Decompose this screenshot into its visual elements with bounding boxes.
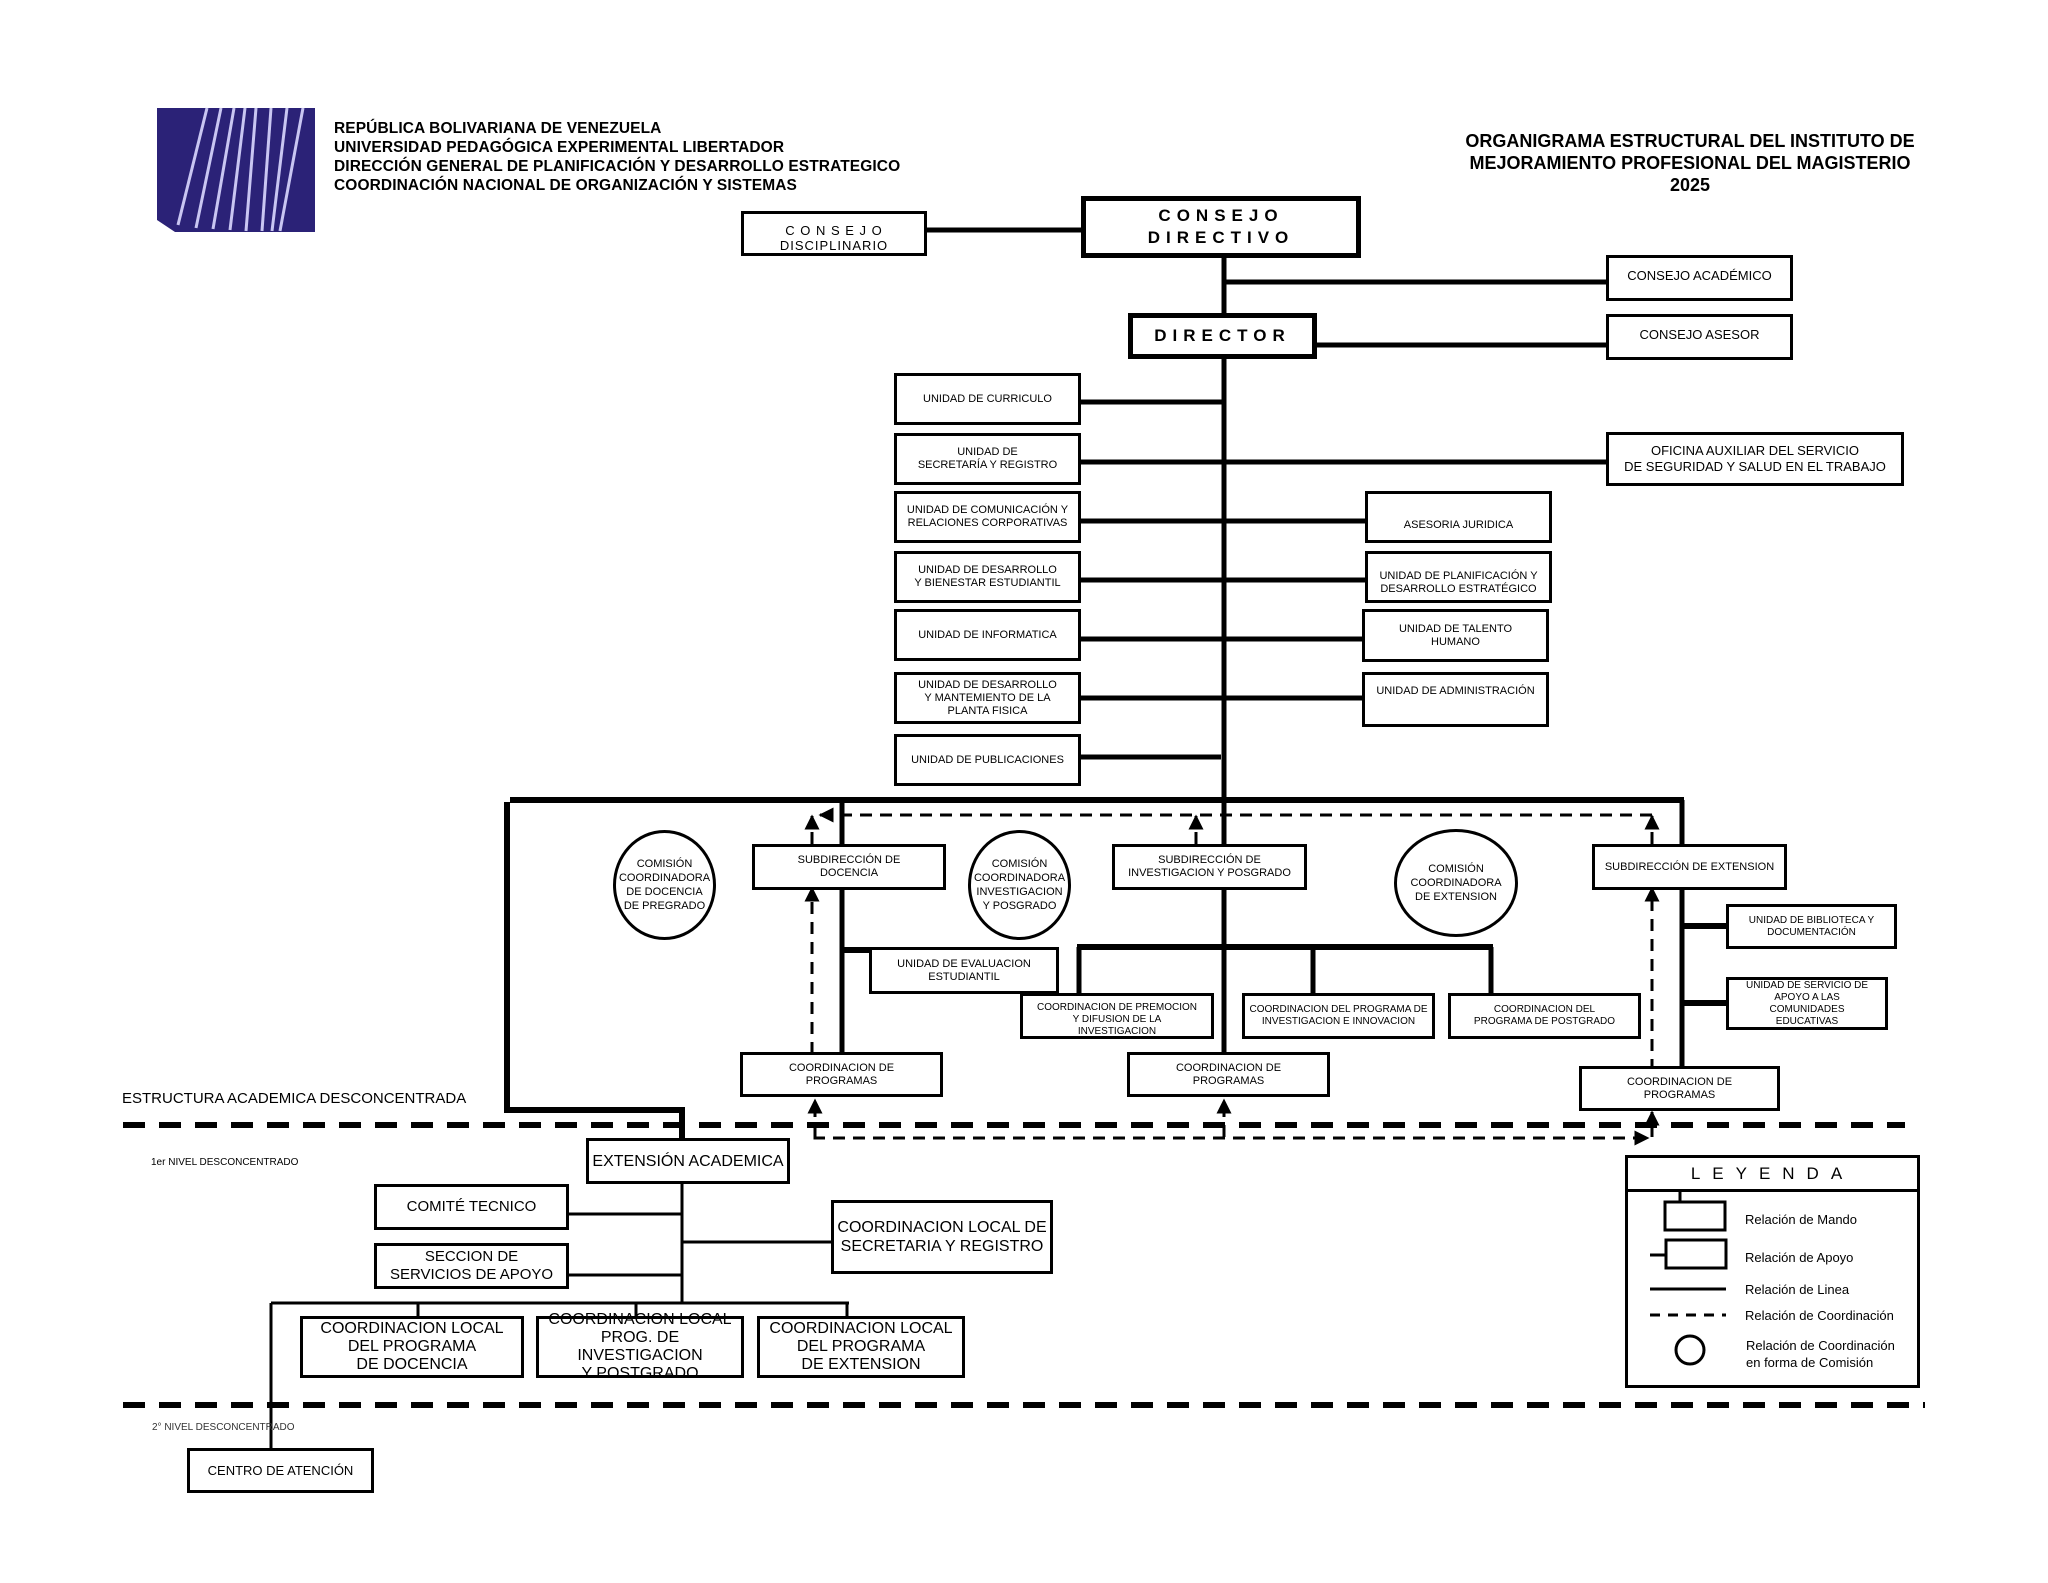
apoyo-box-icon <box>1664 1238 1728 1270</box>
legend-item: Relación de Mando <box>1745 1212 1858 1227</box>
coord-local-docencia-box[interactable]: COORDINACION LOCAL DEL PROGRAMA DE DOCEN… <box>300 1316 524 1378</box>
legend: LEYENDA Relación de Mando Relación de Ap… <box>1625 1155 1920 1388</box>
legend-item: Relación de Apoyo <box>1745 1250 1854 1265</box>
unidad-publicaciones-box[interactable]: UNIDAD DE PUBLICACIONES <box>894 734 1081 786</box>
unidad-comunicacion-box[interactable]: UNIDAD DE COMUNICACIÓN Y RELACIONES CORP… <box>894 491 1081 543</box>
upel-logo <box>157 107 315 232</box>
coord-local-investigacion-box[interactable]: COORDINACION LOCAL PROG. DE INVESTIGACIO… <box>536 1311 744 1382</box>
unidad-talento-humano-box[interactable]: UNIDAD DE TALENTO HUMANO <box>1362 609 1549 662</box>
coord-postgrado-box[interactable]: COORDINACION DEL PROGRAMA DE POSTGRADO <box>1448 993 1641 1039</box>
unidad-biblioteca-box[interactable]: UNIDAD DE BIBLIOTECA Y DOCUMENTACIÓN <box>1726 904 1897 949</box>
coord-local-secretaria-box[interactable]: COORDINACION LOCAL DE SECRETARIA Y REGIS… <box>831 1200 1053 1274</box>
director-box[interactable]: DIRECTOR <box>1128 313 1317 359</box>
consejo-academico-box[interactable]: CONSEJO ACADÉMICO <box>1606 255 1793 301</box>
mando-box-icon <box>1663 1200 1727 1232</box>
title-line: MEJORAMIENTO PROFESIONAL DEL MAGISTERIO <box>1469 153 1911 173</box>
page-title: ORGANIGRAMA ESTRUCTURAL DEL INSTITUTO DE… <box>1440 130 1940 196</box>
estructura-desconcentrada-label: ESTRUCTURA ACADEMICA DESCONCENTRADA <box>122 1090 467 1107</box>
title-year: 2025 <box>1669 175 1711 195</box>
unidad-planta-fisica-box[interactable]: UNIDAD DE DESARROLLO Y MANTEMIENTO DE LA… <box>894 672 1081 724</box>
subdireccion-investigacion-box[interactable]: SUBDIRECCIÓN DE INVESTIGACION Y POSGRADO <box>1112 844 1307 890</box>
header-line: UNIVERSIDAD PEDAGÓGICA EXPERIMENTAL LIBE… <box>334 139 785 156</box>
asesoria-juridica-box[interactable]: ASESORIA JURIDICA <box>1365 491 1552 543</box>
unidad-administracion-box[interactable]: UNIDAD DE ADMINISTRACIÓN <box>1362 672 1549 727</box>
consejo-disciplinario-box[interactable]: C O N S E J O DISCIPLINARIO <box>741 211 927 256</box>
nivel-1-label: 1er NIVEL DESCONCENTRADO <box>151 1157 299 1168</box>
oficina-auxiliar-box[interactable]: OFICINA AUXILIAR DEL SERVICIO DE SEGURID… <box>1606 432 1904 486</box>
title-line: ORGANIGRAMA ESTRUCTURAL DEL INSTITUTO DE <box>1465 131 1915 151</box>
coord-programas-extension-box[interactable]: COORDINACION DE PROGRAMAS <box>1579 1066 1780 1111</box>
unidad-curriculo-box[interactable]: UNIDAD DE CURRICULO <box>894 373 1081 425</box>
consejo-directivo-box[interactable]: CONSEJO DIRECTIVO <box>1081 196 1361 258</box>
comision-extension-circle[interactable]: COMISIÓN COORDINADORA DE EXTENSION <box>1394 829 1518 937</box>
comision-investigacion-circle[interactable]: COMISIÓN COORDINADORA INVESTIGACION Y PO… <box>968 830 1071 940</box>
coord-programas-docencia-box[interactable]: COORDINACION DE PROGRAMAS <box>740 1052 943 1097</box>
consejo-asesor-box[interactable]: CONSEJO ASESOR <box>1606 314 1793 360</box>
unidad-evaluacion-box[interactable]: UNIDAD DE EVALUACION ESTUDIANTIL <box>869 947 1059 994</box>
nivel-2-label: 2° NIVEL DESCONCENTRADO <box>152 1422 295 1433</box>
comision-circle-icon <box>1674 1334 1706 1366</box>
header-line: DIRECCIÓN GENERAL DE PLANIFICACIÓN Y DES… <box>334 158 901 175</box>
header-line: REPÚBLICA BOLIVARIANA DE VENEZUELA <box>334 120 662 137</box>
coord-investigacion-innovacion-box[interactable]: COORDINACION DEL PROGRAMA DE INVESTIGACI… <box>1242 993 1435 1039</box>
subdireccion-docencia-box[interactable]: SUBDIRECCIÓN DE DOCENCIA <box>752 844 946 890</box>
unidad-secretaria-box[interactable]: UNIDAD DE SECRETARÍA Y REGISTRO <box>894 433 1081 485</box>
legend-item: Relación de Coordinación <box>1745 1308 1894 1323</box>
coord-premocion-box[interactable]: COORDINACION DE PREMOCION Y DIFUSION DE … <box>1020 993 1214 1039</box>
legend-item: Relación de Linea <box>1745 1282 1850 1297</box>
legend-title: LEYENDA <box>1628 1158 1917 1192</box>
header-line: COORDINACIÓN NACIONAL DE ORGANIZACIÓN Y … <box>334 177 797 194</box>
coord-programas-investigacion-box[interactable]: COORDINACION DE PROGRAMAS <box>1127 1052 1330 1097</box>
subdireccion-extension-box[interactable]: SUBDIRECCIÓN DE EXTENSION <box>1592 844 1787 890</box>
seccion-servicios-box[interactable]: SECCION DE SERVICIOS DE APOYO <box>374 1243 569 1289</box>
comite-tecnico-box[interactable]: COMITÉ TECNICO <box>374 1184 569 1230</box>
coordination-dashed-bottom <box>813 1130 1650 1146</box>
unidad-planificacion-box[interactable]: UNIDAD DE PLANIFICACIÓN Y DESARROLLO EST… <box>1365 551 1552 603</box>
comision-docencia-circle[interactable]: COMISIÓN COORDINADORA DE DOCENCIA DE PRE… <box>613 830 716 940</box>
unidad-bienestar-box[interactable]: UNIDAD DE DESARROLLO Y BIENESTAR ESTUDIA… <box>894 551 1081 603</box>
unidad-informatica-box[interactable]: UNIDAD DE INFORMATICA <box>894 609 1081 661</box>
extension-academica-box[interactable]: EXTENSIÓN ACADEMICA <box>586 1138 790 1184</box>
institution-header: REPÚBLICA BOLIVARIANA DE VENEZUELA UNIVE… <box>334 119 900 195</box>
legend-symbols <box>1650 1192 1728 1366</box>
coord-local-extension-box[interactable]: COORDINACION LOCAL DEL PROGRAMA DE EXTEN… <box>757 1316 965 1378</box>
unidad-servicio-apoyo-box[interactable]: UNIDAD DE SERVICIO DE APOYO A LAS COMUNI… <box>1726 977 1888 1030</box>
centro-atencion-box[interactable]: CENTRO DE ATENCIÓN <box>187 1448 374 1493</box>
legend-item: Relación de Coordinación en forma de Com… <box>1746 1338 1895 1370</box>
